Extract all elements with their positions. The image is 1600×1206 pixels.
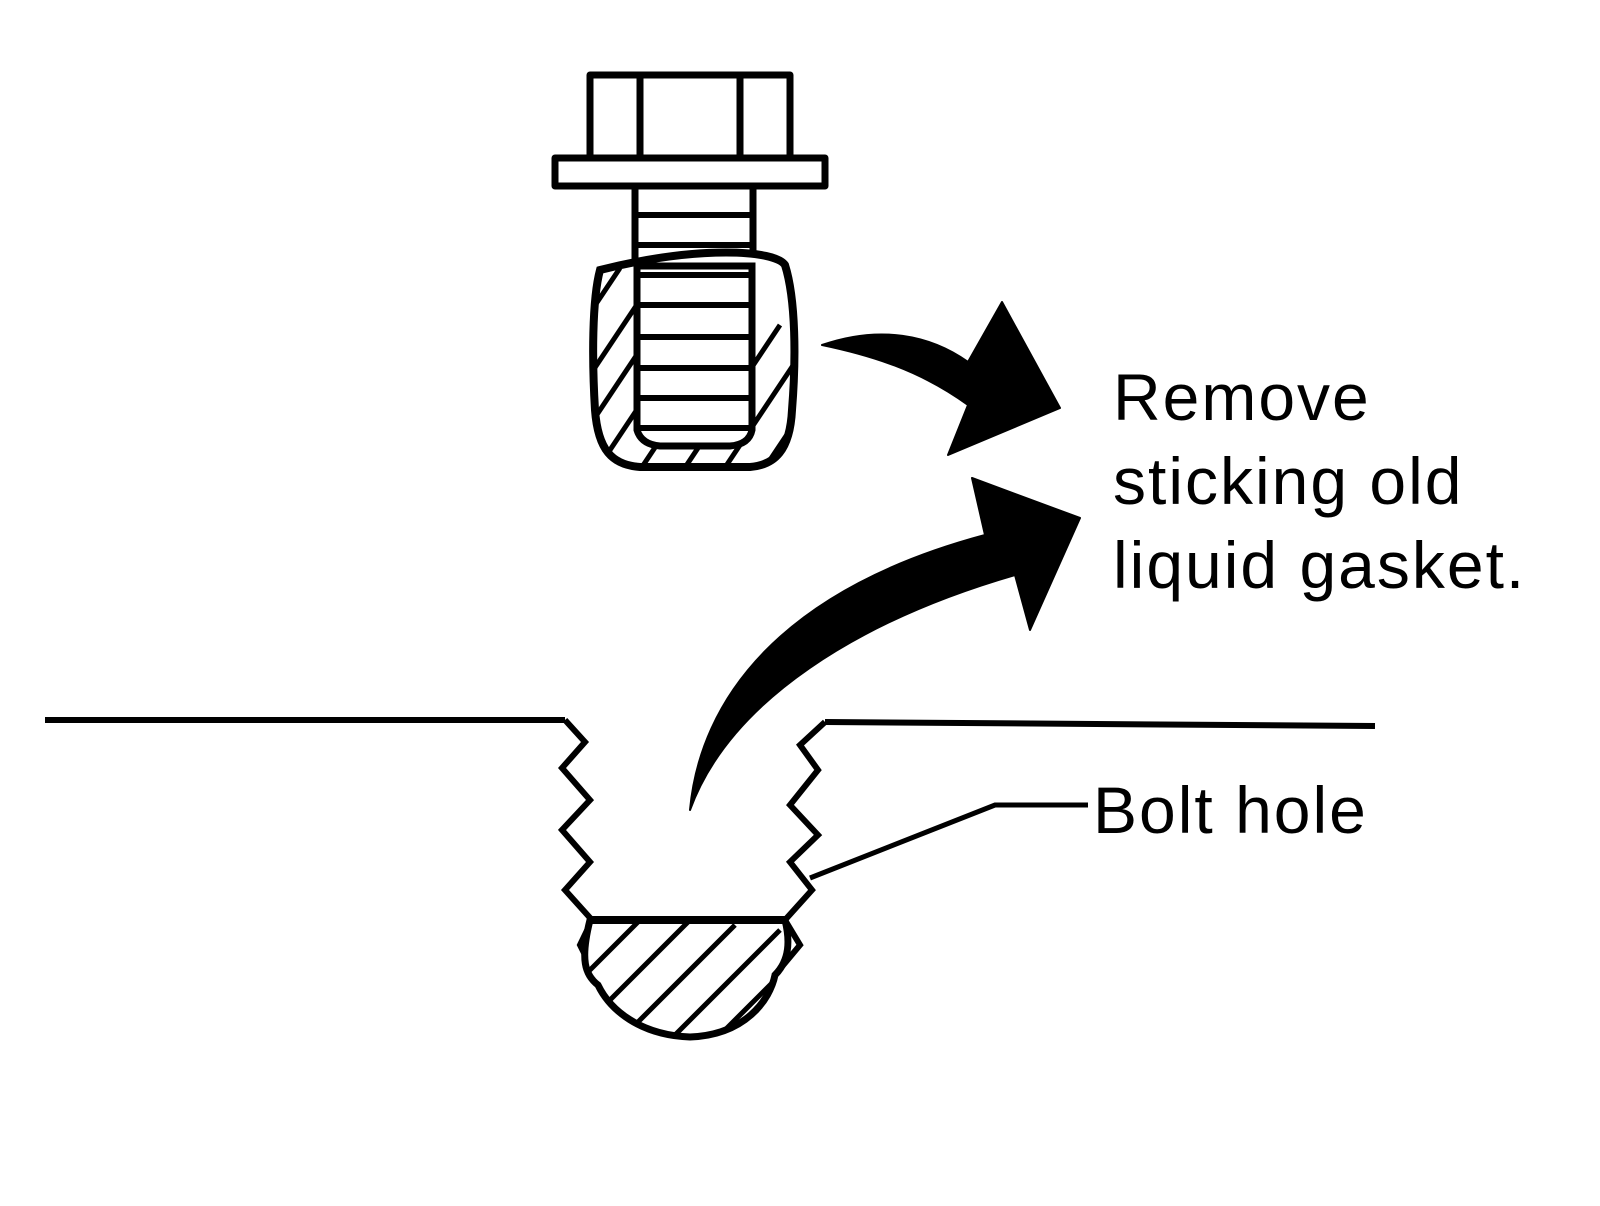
bolt-hole-leader-line bbox=[809, 802, 1088, 881]
bolt-hex-head bbox=[586, 71, 794, 164]
bolt-icon bbox=[551, 71, 829, 270]
hole-right-thread bbox=[772, 719, 828, 977]
mating-surface-line bbox=[45, 717, 1376, 729]
bolt-hole-label: Bolt hole bbox=[1093, 773, 1368, 847]
instruction-line-3: liquid gasket. bbox=[1113, 528, 1527, 602]
bolt-flange bbox=[551, 154, 829, 190]
curved-arrow-icon bbox=[821, 301, 1061, 456]
curved-arrow-icon bbox=[689, 477, 1081, 811]
instruction-line-1: Remove bbox=[1113, 360, 1371, 434]
remove-gasket-instruction: Remove sticking old liquid gasket. bbox=[1113, 355, 1526, 607]
bolt-old-gasket bbox=[589, 212, 799, 471]
instruction-line-2: sticking old bbox=[1113, 444, 1464, 518]
